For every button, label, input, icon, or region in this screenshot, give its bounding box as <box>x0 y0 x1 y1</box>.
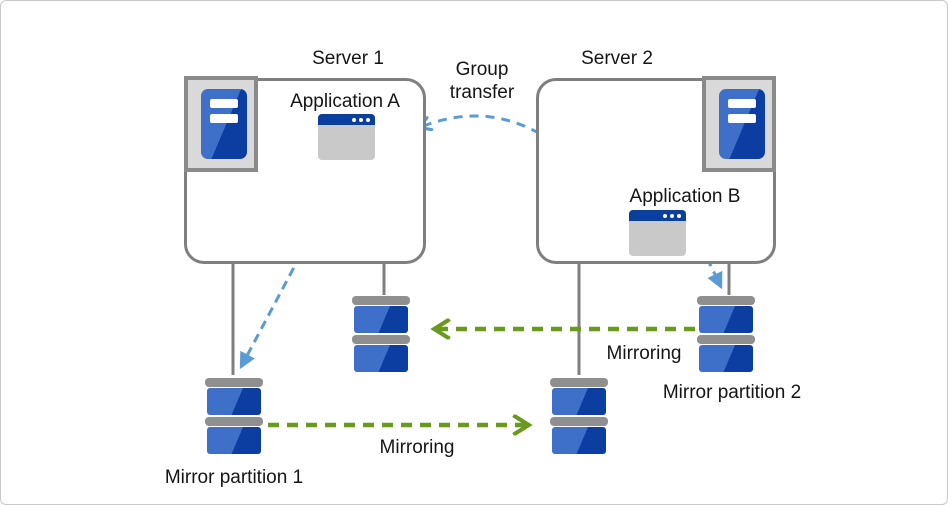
disk-bar <box>697 296 755 305</box>
application-a-window-icon <box>318 114 375 160</box>
arrow-group-transfer <box>421 114 554 144</box>
disk-bar <box>550 417 608 426</box>
server-slot <box>210 99 238 108</box>
group-transfer-label-line2: transfer <box>449 82 515 103</box>
group-transfer-label: Group transfer <box>450 58 514 104</box>
disk-platter <box>207 427 261 454</box>
server-slot <box>728 114 756 123</box>
disk-stack-icon-mirror-partition2 <box>697 296 755 373</box>
disk-bar <box>352 296 410 305</box>
titlebar-dot <box>677 214 681 218</box>
disk-platter <box>699 345 753 372</box>
mirroring-bottom-label: Mirroring <box>379 437 455 458</box>
titlebar-dot <box>670 214 674 218</box>
server-tower-body <box>719 89 765 159</box>
disk-platter <box>207 388 261 415</box>
mirror-partition1-label: Mirror partition 1 <box>164 467 304 488</box>
titlebar-dot <box>352 118 356 122</box>
server2-tower-icon <box>702 76 776 172</box>
disk-stack-icon-server1-middle <box>352 296 410 373</box>
disk-platter <box>552 427 606 454</box>
disk-bar <box>352 335 410 344</box>
server-tower-body <box>201 89 247 159</box>
app-window-titlebar <box>318 114 375 125</box>
mirroring-top-label: Mirroring <box>606 343 682 364</box>
app-window-titlebar <box>629 210 686 221</box>
disk-platter <box>699 306 753 333</box>
application-b-label: Application B <box>629 186 741 207</box>
server2-label: Server 2 <box>581 48 653 69</box>
disk-platter <box>552 388 606 415</box>
disk-stack-icon-mirror-partition1 <box>205 378 263 455</box>
disk-bar <box>205 378 263 387</box>
application-b-window-icon <box>629 210 686 256</box>
disk-stack-icon-server2-bottom <box>550 378 608 455</box>
disk-platter <box>354 306 408 333</box>
mirror-partition2-label: Mirror partition 2 <box>662 382 802 403</box>
disk-bar <box>697 335 755 344</box>
titlebar-dot <box>663 214 667 218</box>
disk-bar <box>550 378 608 387</box>
titlebar-dot <box>359 118 363 122</box>
server-slot <box>728 99 756 108</box>
disk-platter <box>354 345 408 372</box>
server1-label: Server 1 <box>312 48 384 69</box>
server1-tower-icon <box>184 76 258 172</box>
group-transfer-label-line1: Group <box>455 59 509 80</box>
application-a-label: Application A <box>290 91 400 112</box>
server-slot <box>210 114 238 123</box>
disk-bar <box>205 417 263 426</box>
titlebar-dot <box>366 118 370 122</box>
